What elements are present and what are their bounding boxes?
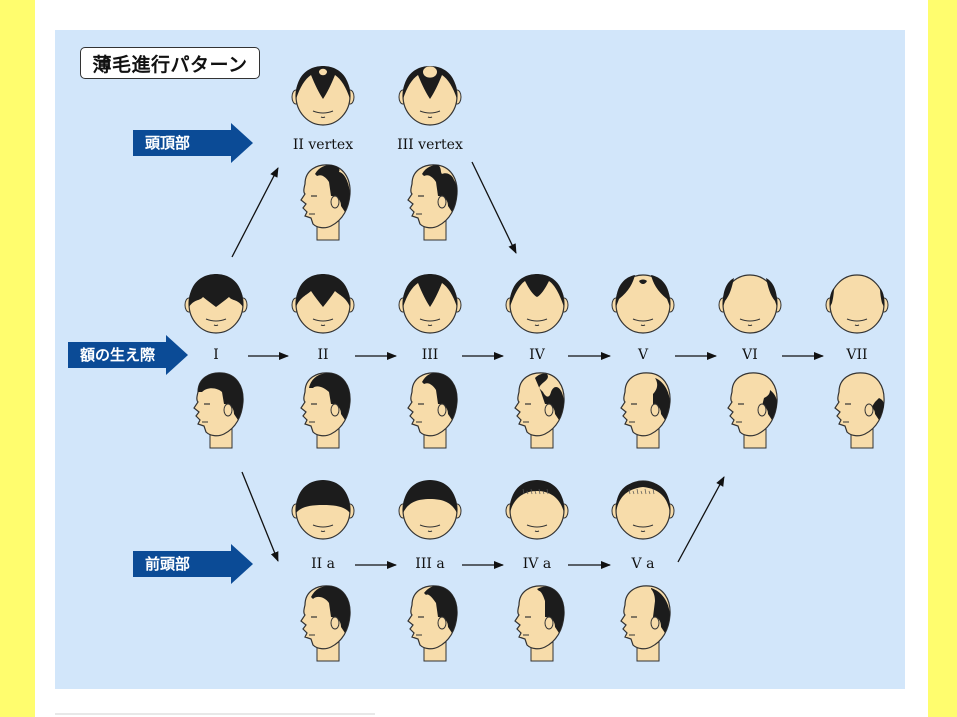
side-view-head-7 (834, 372, 885, 449)
side-view-head-5 (620, 372, 671, 449)
main-stage-label: VII (846, 347, 868, 363)
branch-arrow-from-vertex (471, 161, 517, 254)
front-side-view-head (407, 585, 458, 662)
front-top-view-head (611, 480, 675, 540)
front-stage-label: IV a (522, 556, 552, 572)
divider (55, 713, 375, 715)
branch-arrow-to-front (241, 471, 279, 562)
side-view-head-2 (300, 372, 351, 449)
main-stage-label: II (317, 347, 329, 363)
front-category-tag: 前頭部 (133, 544, 253, 584)
main-stage-label: III (421, 347, 439, 363)
vertex-top-view-head (398, 66, 462, 126)
front-side-view-head (514, 585, 565, 662)
main-stage-label: V (637, 347, 649, 363)
side-view-head-6 (727, 372, 778, 449)
crown-category-label: 頭頂部 (145, 134, 191, 152)
top-view-head-2 (291, 274, 355, 334)
top-view-head-6 (718, 274, 782, 334)
front-stage-label: V a (631, 556, 655, 572)
vertex-side-view-head (407, 164, 458, 241)
hairline-category-label: 額の生え際 (80, 346, 156, 364)
front-top-view-head (398, 480, 462, 540)
branch-arrow-from-front (677, 476, 725, 563)
vertex-side-view-head (300, 164, 351, 241)
crown-category-tag: 頭頂部 (133, 123, 253, 163)
front-side-view-head (620, 585, 671, 662)
main-stage-label: I (213, 347, 219, 363)
top-view-head-1 (184, 274, 248, 334)
category-arrow-shape (133, 544, 253, 584)
diagram-title: 薄毛進行パターン (80, 47, 260, 79)
branch-arrow-to-vertex (231, 167, 279, 258)
main-stage-label: VI (742, 347, 758, 363)
category-arrow-shape (68, 335, 188, 375)
front-side-view-head (300, 585, 351, 662)
side-view-head-3 (407, 372, 458, 449)
top-view-head-3 (398, 274, 462, 334)
side-view-head-1 (193, 372, 244, 449)
front-stage-label: II a (311, 556, 335, 572)
side-view-head-4 (514, 372, 565, 449)
main-stage-label: IV (529, 347, 545, 363)
hairline-category-tag: 額の生え際 (68, 335, 188, 375)
vertex-stage-label: III vertex (397, 137, 463, 153)
front-stage-label: III a (415, 556, 445, 572)
top-view-head-7 (825, 274, 889, 334)
vertex-stage-label: II vertex (292, 137, 354, 153)
vertex-top-view-head (291, 66, 355, 126)
front-top-view-head (505, 480, 569, 540)
top-view-head-4 (505, 274, 569, 334)
top-view-head-5 (611, 274, 675, 334)
front-category-label: 前頭部 (145, 555, 191, 573)
front-top-view-head (291, 480, 355, 540)
category-arrow-shape (133, 123, 253, 163)
